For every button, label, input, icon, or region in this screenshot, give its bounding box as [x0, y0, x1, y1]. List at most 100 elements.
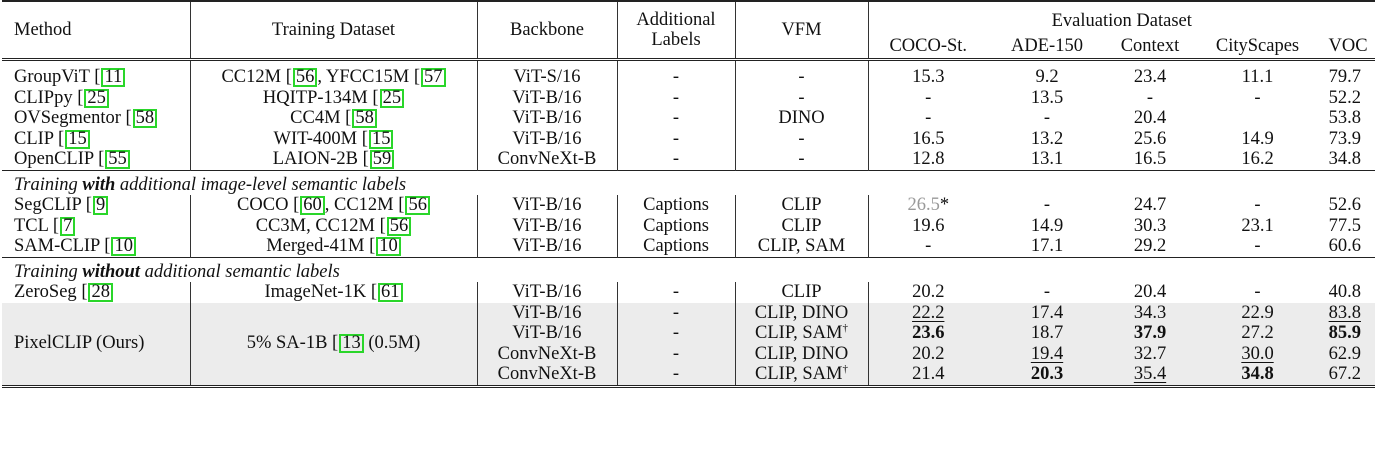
citation-link[interactable]: 11 [101, 68, 126, 87]
labels-cell: - [617, 128, 736, 149]
group-without-labels: Training without additional semantic lab… [2, 257, 1375, 282]
score-value: 14.9 [1030, 215, 1064, 236]
citation-link[interactable]: 58 [352, 109, 377, 128]
score-ade: 19.4 [988, 343, 1106, 364]
score-coco: 26.5* [868, 195, 988, 216]
method-name: ZeroSeg [14, 282, 82, 302]
citation-link-wrap: 57 [414, 67, 446, 87]
header-context: Context [1106, 33, 1194, 61]
score-context: 16.5 [1106, 149, 1194, 170]
citation-link[interactable]: 56 [405, 196, 430, 215]
score-value: 30.0 [1241, 343, 1274, 364]
citation-link[interactable]: 60 [300, 196, 325, 215]
citation-link[interactable]: 25 [84, 88, 109, 108]
backbone-cell: ViT-B/16 [477, 87, 618, 108]
backbone-cell: ConvNeXt-B [477, 343, 618, 364]
training-dataset: , CC12M [324, 195, 399, 215]
score-value: - [1146, 87, 1154, 108]
score-value: 17.4 [1030, 302, 1064, 323]
citation-link-wrap: 61 [371, 282, 403, 302]
score-voc: 77.5 [1321, 216, 1375, 237]
citation-link[interactable]: 61 [378, 283, 403, 302]
header-vfm: VFM [735, 1, 869, 61]
training-dataset: WIT-400M [273, 128, 362, 149]
score-value: - [1254, 236, 1261, 256]
citation-link[interactable]: 58 [132, 109, 158, 128]
backbone-cell: ViT-B/16 [477, 215, 618, 236]
score-value: 13.1 [1030, 149, 1064, 169]
citation-link[interactable]: 59 [369, 150, 395, 169]
citation-link[interactable]: 10 [111, 237, 136, 256]
citation-link[interactable]: 56 [386, 216, 412, 236]
training-dataset: Merged-41M [266, 236, 370, 256]
backbone-cell: ViT-B/16 [477, 236, 618, 257]
score-voc: 40.8 [1321, 282, 1375, 303]
labels-cell: - [617, 108, 736, 129]
score-value: 40.8 [1328, 282, 1361, 302]
score-coco: 15.3 [868, 60, 988, 88]
score-value: 23.1 [1241, 215, 1274, 236]
score-value: 20.4 [1133, 108, 1167, 128]
score-value: - [925, 108, 932, 128]
method-cell: CLIPpy 25 [2, 87, 191, 108]
citation-link[interactable]: 13 [339, 334, 364, 354]
score-ade: 13.1 [988, 149, 1106, 170]
score-value: 73.9 [1328, 128, 1361, 149]
citation-link[interactable]: 25 [379, 88, 405, 108]
score-value: - [925, 236, 932, 256]
score-ade: 9.2 [988, 60, 1106, 88]
score-value: 21.4 [912, 364, 945, 384]
score-context: 25.6 [1106, 129, 1194, 150]
citation-link[interactable]: 28 [88, 283, 113, 302]
score-value: 79.7 [1328, 67, 1361, 87]
citation-link[interactable]: 9 [92, 196, 109, 215]
method-cell: PixelCLIP (Ours) [2, 302, 191, 386]
score-value: 22.9 [1241, 302, 1274, 323]
citation-link-wrap: 13 [332, 333, 364, 354]
score-value: - [1043, 282, 1051, 302]
vfm-cell: CLIP [735, 282, 869, 303]
citation-link[interactable]: 15 [65, 129, 90, 149]
citation-link[interactable]: 15 [368, 129, 394, 149]
score-value: - [1043, 195, 1051, 215]
score-value: 37.9 [1133, 323, 1167, 343]
score-value: 19.4 [1030, 343, 1064, 364]
citation-link-wrap: 58 [126, 108, 158, 128]
training-dataset-size: (0.5M) [363, 333, 421, 354]
labels-cell: Captions [617, 215, 736, 236]
score-value: 20.4 [1133, 282, 1167, 302]
score-context: 37.9 [1106, 323, 1194, 344]
citation-link-wrap: 60 [293, 195, 325, 215]
citation-link[interactable]: 55 [105, 150, 130, 169]
training-dataset-cell: CC12M 56, YFCC15M 57 [190, 59, 478, 88]
header-coco: COCO-St. [868, 33, 988, 61]
backbone-cell: ViT-B/16 [477, 282, 618, 303]
citation-link[interactable]: 56 [292, 68, 318, 87]
method-cell: SAM-CLIP 10 [2, 236, 191, 257]
citation-link[interactable]: 7 [60, 216, 76, 236]
training-dataset-cell: WIT-400M 15 [190, 128, 478, 149]
citation-link-wrap: 58 [345, 108, 377, 128]
dagger-mark: † [842, 362, 848, 375]
header-training-dataset: Training Dataset [190, 1, 478, 61]
score-value: 25.6 [1133, 128, 1167, 149]
labels-cell: - [617, 323, 736, 344]
score-value: 19.6 [912, 215, 945, 236]
citation-link[interactable]: 10 [376, 237, 401, 256]
citation-link-wrap: 56 [286, 67, 318, 87]
citation-link-wrap: 28 [81, 282, 113, 302]
citation-link[interactable]: 57 [421, 68, 446, 87]
score-value: 27.2 [1241, 323, 1274, 343]
score-voc: 34.8 [1321, 149, 1375, 170]
backbone-cell: ViT-B/16 [477, 108, 618, 129]
header-method: Method [2, 1, 191, 61]
score-value: 20.2 [912, 282, 945, 302]
score-context: 35.4 [1106, 364, 1194, 386]
score-cityscapes [1194, 108, 1321, 129]
score-value: 52.6 [1328, 195, 1361, 215]
score-ade: 17.4 [988, 302, 1106, 323]
